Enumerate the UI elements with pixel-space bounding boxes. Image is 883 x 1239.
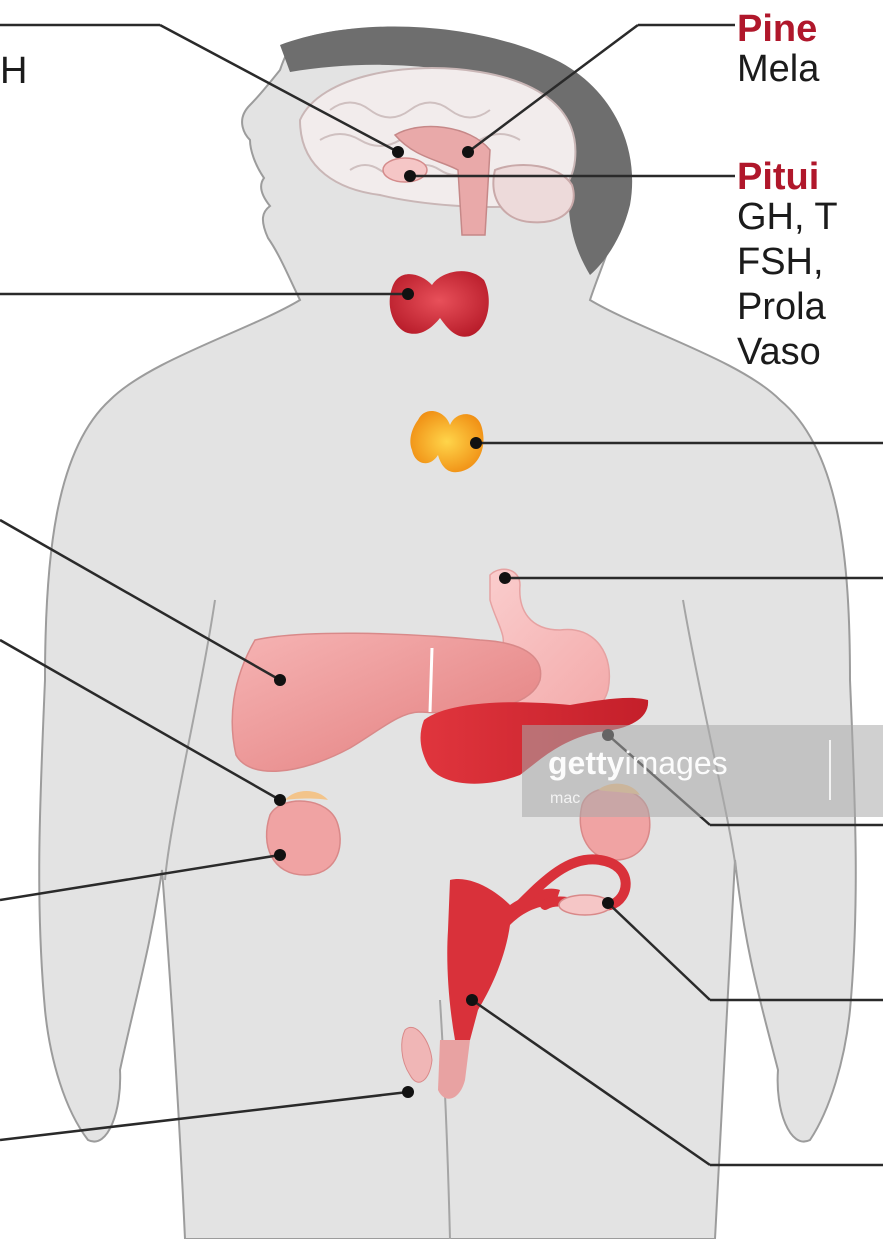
pituitary-line-4: Vaso bbox=[737, 333, 821, 371]
pituitary-line-1: GH, T bbox=[737, 198, 838, 236]
watermark-logo: gettyimages bbox=[548, 745, 728, 782]
left-label-fragment: H bbox=[0, 52, 27, 90]
pineal-title: Pine bbox=[737, 10, 817, 48]
watermark-sub: mac bbox=[550, 790, 580, 808]
pituitary-line-3: Prola bbox=[737, 288, 826, 326]
pituitary-line-2: FSH, bbox=[737, 243, 824, 281]
pineal-hormone: Mela bbox=[737, 50, 819, 88]
left-kidney bbox=[267, 801, 341, 875]
watermark-divider bbox=[829, 740, 831, 800]
liver-lobe-line bbox=[430, 648, 432, 712]
pituitary-title: Pitui bbox=[737, 158, 819, 196]
